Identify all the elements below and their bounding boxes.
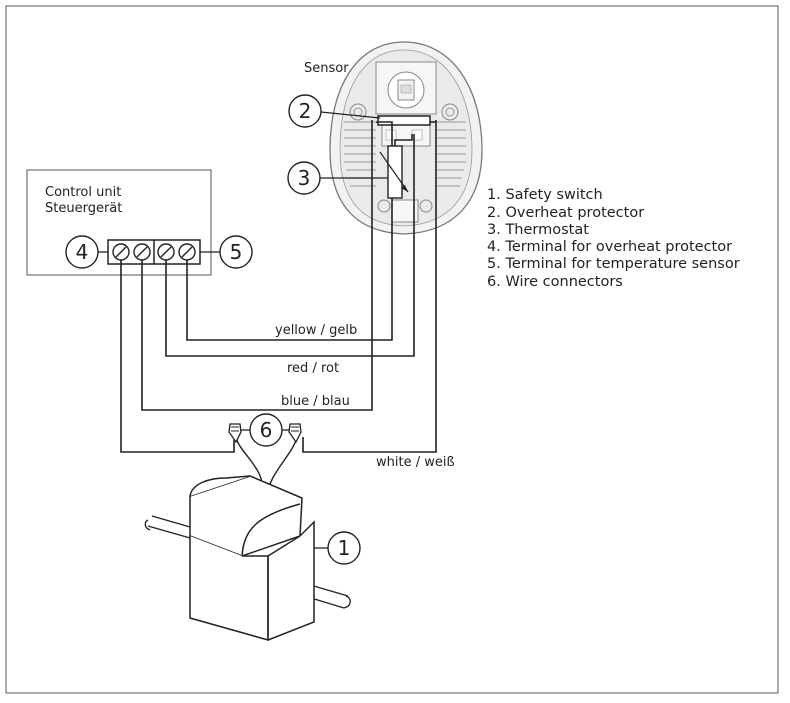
wire-connector-left: [228, 423, 242, 444]
wire-white: [302, 120, 437, 453]
overheat-protector: [377, 115, 431, 126]
wire-yellow: [186, 198, 393, 341]
thermostat-link: [394, 134, 413, 146]
svg-text:2: 2: [299, 99, 312, 123]
control-unit-label-de: Steuergerät: [45, 201, 122, 216]
callout-6: 6: [241, 413, 289, 447]
wire-to-connector-left: [120, 260, 235, 453]
thermostat-arrow: [379, 151, 409, 193]
legend: 1. Safety switch 2. Overheat protector 3…: [487, 187, 740, 290]
callout-1: 1: [314, 531, 361, 565]
wire-connector-right: [288, 423, 302, 444]
legend-item: 6. Wire connectors: [487, 274, 623, 290]
wire-label-white: white / weiß: [376, 455, 455, 470]
svg-text:3: 3: [298, 166, 311, 190]
legend-item: 1. Safety switch: [487, 187, 603, 203]
callout-4: 4: [65, 235, 108, 269]
callout-3: 3: [287, 161, 388, 195]
safety-switch: [189, 475, 315, 641]
legend-item: 3. Thermostat: [487, 222, 589, 238]
callout-5: 5: [200, 235, 253, 269]
wire-red: [165, 134, 415, 357]
outer-frame: [5, 5, 779, 694]
svg-text:1: 1: [338, 536, 351, 560]
wire-blue: [141, 120, 373, 411]
thermostat: [387, 145, 403, 199]
wire-label-red: red / rot: [287, 361, 339, 376]
legend-item: 4. Terminal for overheat protector: [487, 239, 732, 255]
sensor-inner-lead-left: [376, 121, 393, 146]
callout-2: 2: [288, 94, 381, 128]
svg-text:4: 4: [76, 240, 89, 264]
terminal-strip: [107, 239, 201, 265]
wire-label-blue: blue / blau: [281, 394, 350, 409]
wire-label-yellow: yellow / gelb: [275, 323, 357, 338]
legend-item: 5. Terminal for temperature sensor: [487, 256, 740, 272]
legend-item: 2. Overheat protector: [487, 205, 644, 221]
svg-text:5: 5: [230, 240, 243, 264]
control-unit-label: Control unit: [45, 185, 121, 200]
sensor-label: Sensor: [304, 61, 349, 76]
svg-text:6: 6: [260, 418, 273, 442]
wires: [120, 120, 437, 499]
